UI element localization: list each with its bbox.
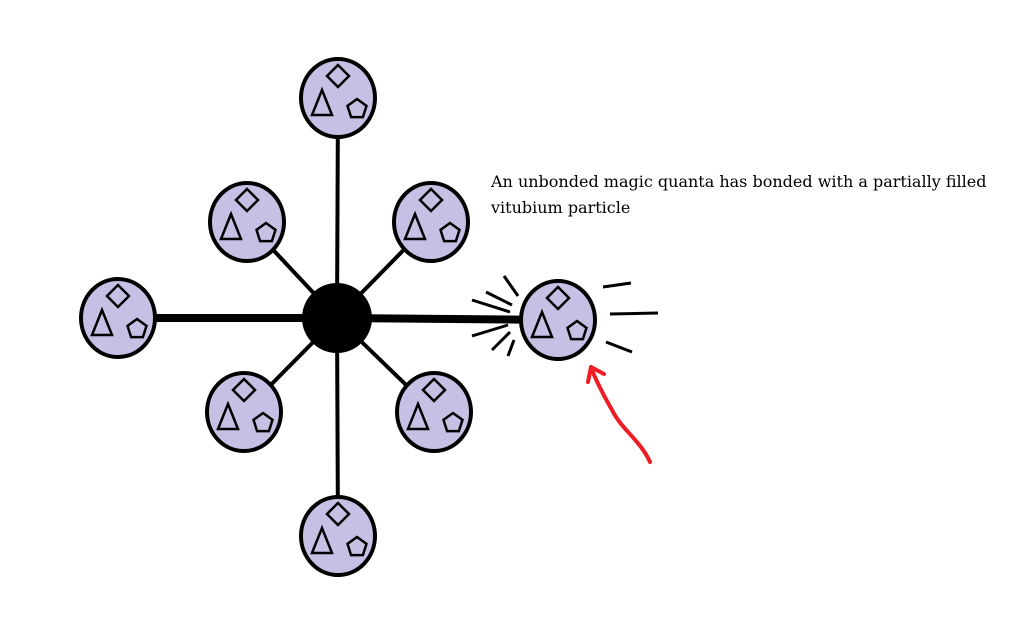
pentagon-icon [442, 411, 464, 433]
pentagon-icon [126, 317, 148, 339]
pentagon-icon [439, 221, 461, 243]
diamond-icon [545, 285, 571, 311]
particle-lower-right [395, 371, 473, 453]
particle-upper-left [208, 181, 286, 263]
particle-circle [519, 279, 597, 361]
central-hub [302, 283, 372, 353]
particle-top [299, 57, 377, 139]
pentagon-icon [566, 319, 588, 341]
red-arrowhead [586, 365, 606, 384]
diamond-icon [418, 187, 444, 213]
triangle-icon [310, 524, 334, 555]
particle-circle [79, 277, 157, 359]
particle-circle [208, 181, 286, 263]
red-arrow [590, 368, 652, 464]
pentagon-icon [346, 535, 368, 557]
pentagon-icon [255, 221, 277, 243]
diamond-icon [421, 377, 447, 403]
bond-spark-lines [471, 275, 659, 357]
pentagon-icon [346, 97, 368, 119]
triangle-icon [403, 210, 427, 241]
particle-upper-right [392, 181, 470, 263]
diamond-icon [231, 377, 257, 403]
triangle-icon [216, 400, 240, 431]
diamond-icon [325, 63, 351, 89]
particle-circle [299, 495, 377, 577]
particle-lower-left [205, 371, 283, 453]
triangle-icon [406, 400, 430, 431]
triangle-icon [219, 210, 243, 241]
triangle-icon [530, 308, 554, 339]
diamond-icon [234, 187, 260, 213]
particle-circle [395, 371, 473, 453]
diamond-icon [325, 501, 351, 527]
particle-circle [299, 57, 377, 139]
triangle-icon [310, 86, 334, 117]
particle-circle [392, 181, 470, 263]
particle-left [79, 277, 157, 359]
caption-text: An unbonded magic quanta has bonded with… [491, 172, 987, 217]
pentagon-icon [252, 411, 274, 433]
diamond-icon [105, 283, 131, 309]
triangle-icon [90, 306, 114, 337]
particle-circle [205, 371, 283, 453]
particle-bottom [299, 495, 377, 577]
particle-bonded-quanta [519, 279, 597, 361]
